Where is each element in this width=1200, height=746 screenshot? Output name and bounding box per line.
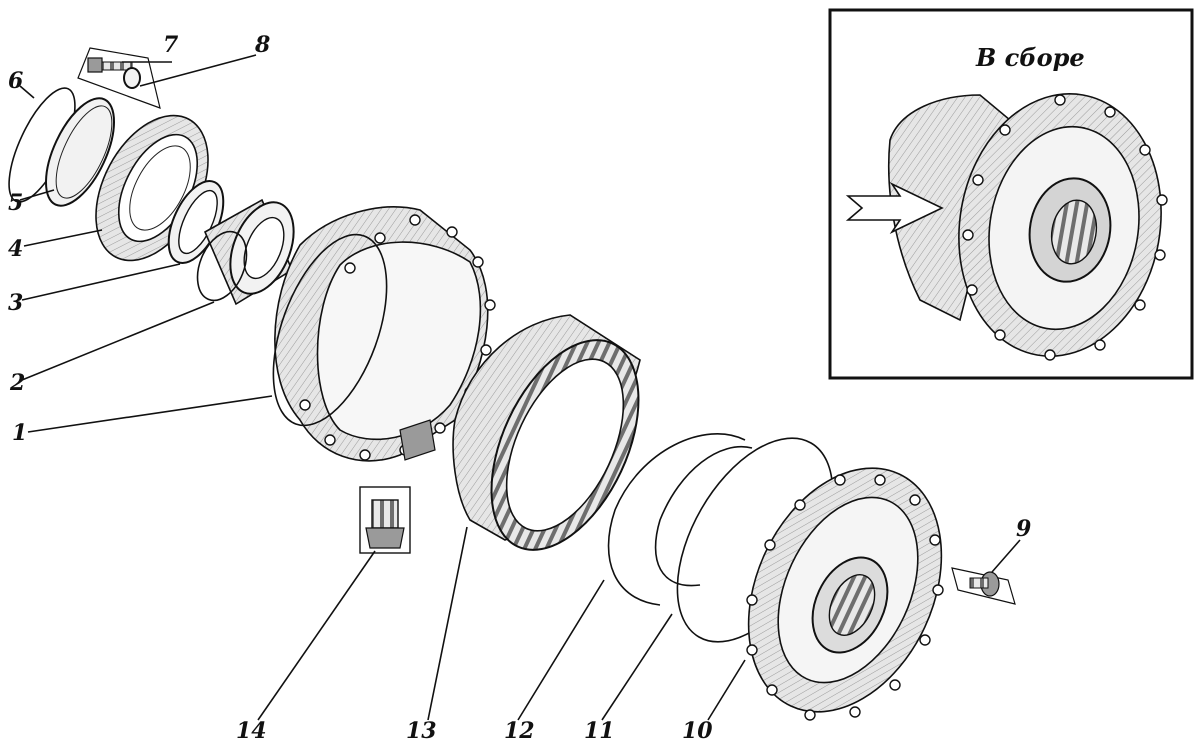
callout-9: 9: [1016, 516, 1031, 542]
assembly-pointer-arrow-icon: [845, 182, 944, 234]
callout-3: 3: [8, 290, 23, 316]
inset-title: В сборе: [975, 43, 1085, 72]
callout-5: 5: [8, 190, 23, 216]
leader-lines: [19, 54, 1021, 721]
callout-labels: 1 2 3 4 5 6 7 8 9 10 11 12 13 14: [8, 32, 1031, 744]
callout-2: 2: [9, 370, 25, 396]
callout-4: 4: [8, 236, 23, 262]
part-5-ring: [44, 97, 116, 207]
part-10-hub-flange: [746, 467, 944, 721]
part-1-housing: [272, 206, 496, 462]
callout-14: 14: [236, 718, 267, 744]
part-14-plug: [359, 486, 411, 554]
callout-6: 6: [8, 68, 23, 94]
callout-7: 7: [163, 32, 179, 58]
callout-11: 11: [584, 718, 615, 744]
part-7-8-bolt-washer: [77, 47, 161, 109]
part-2-bearing: [196, 198, 295, 306]
part-9-screw: [951, 567, 1016, 605]
part-12-split-ring: [607, 433, 753, 606]
callout-8: 8: [254, 32, 270, 58]
part-13-ring-gear: [452, 314, 641, 551]
callout-13: 13: [406, 718, 437, 744]
callout-10: 10: [682, 718, 713, 744]
callout-12: 12: [504, 718, 535, 744]
callout-1: 1: [12, 420, 27, 446]
assembled-inset: В сборе: [828, 8, 1194, 380]
